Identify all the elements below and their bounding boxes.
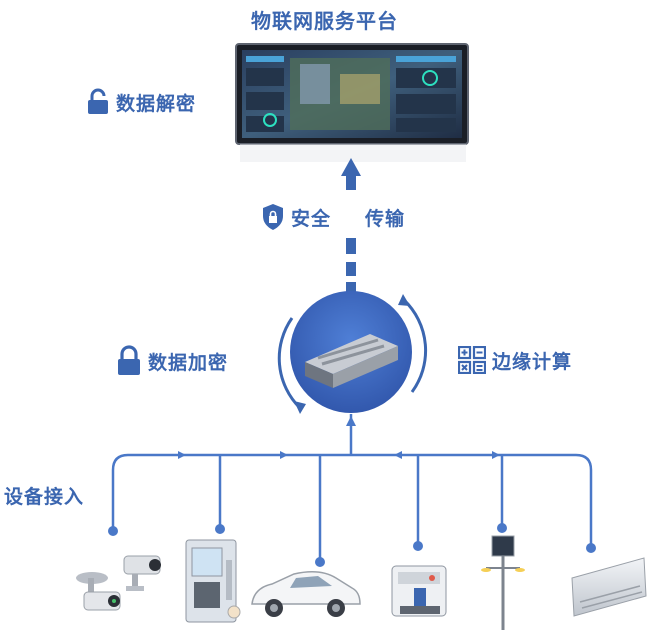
device-endpoints <box>108 523 596 567</box>
secure-label-part2: 传输 <box>365 207 406 230</box>
vending-kiosk <box>185 539 241 623</box>
secure-transfer-tag: 安全 传输 <box>261 203 405 231</box>
encrypt-label: 数据加密 <box>148 351 229 374</box>
platform-title: 物联网服务平台 <box>251 9 398 33</box>
platform-dashboard-screen <box>235 43 469 162</box>
edge-compute-tag: 边缘计算 <box>458 346 572 374</box>
lock-icon <box>116 345 142 377</box>
security-cameras <box>76 555 161 611</box>
secure-label-part1: 安全 <box>291 207 332 230</box>
shield-lock-icon <box>261 203 285 231</box>
encrypt-tag: 数据加密 <box>116 345 228 377</box>
coffee-machine <box>391 565 447 617</box>
unlock-icon <box>86 88 110 116</box>
edge-compute-label: 边缘计算 <box>492 350 573 373</box>
edge-gateway-node <box>290 291 412 413</box>
car <box>251 571 361 617</box>
device-network-bus <box>111 414 593 562</box>
air-conditioner <box>571 557 647 617</box>
decrypt-tag: 数据解密 <box>86 88 196 116</box>
bus-flow-arrows <box>178 416 500 459</box>
calculator-icon <box>458 346 486 374</box>
secure-transfer-arrow <box>341 158 361 292</box>
decrypt-label: 数据解密 <box>116 92 197 115</box>
device-access-label: 设备接入 <box>4 486 85 508</box>
rotation-arrows <box>277 294 428 414</box>
solar-street-light <box>481 535 525 630</box>
